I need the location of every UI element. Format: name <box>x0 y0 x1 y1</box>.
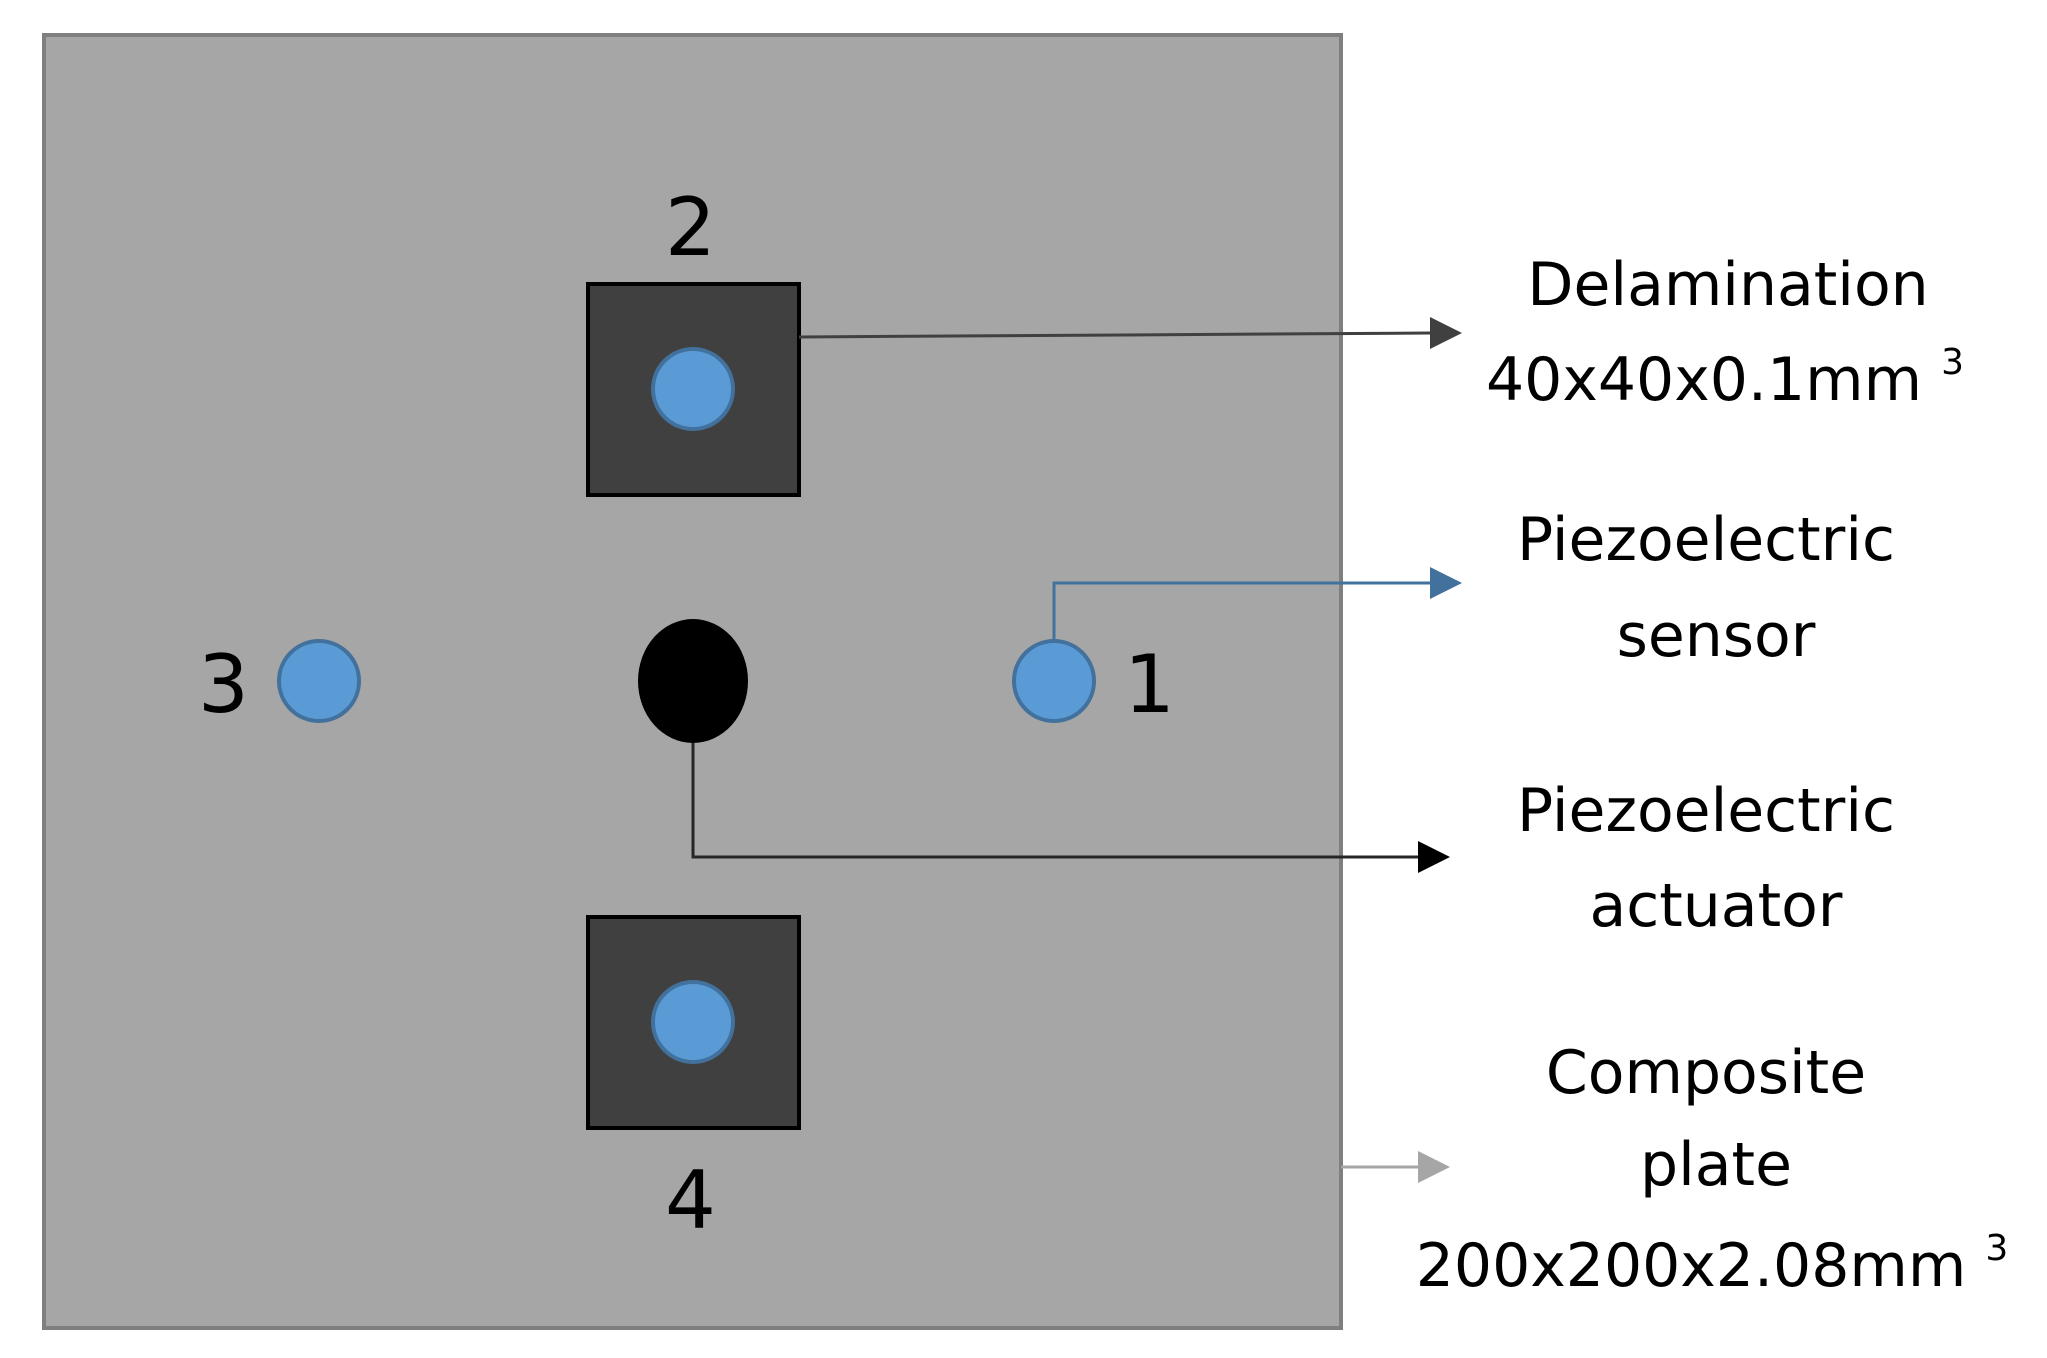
delamination-label-line1: Delamination <box>1527 250 1928 320</box>
delamination-label-line2: 40x40x0.1mm 3 <box>1486 342 1964 415</box>
plate-label-line3: 200x200x2.08mm 3 <box>1416 1228 2009 1301</box>
sensor-arrow <box>1052 567 1462 641</box>
plate-size: 200x200x2.08mm <box>1416 1231 1967 1301</box>
actuator-label-line2: actuator <box>1590 871 1843 941</box>
actuator-arrow <box>691 743 1450 873</box>
sensor-number-3: 3 <box>198 638 249 731</box>
delamination-size: 40x40x0.1mm <box>1486 345 1922 415</box>
sensor-label-line1: Piezoelectric <box>1517 505 1895 575</box>
actuator-label-line1: Piezoelectric <box>1517 776 1895 846</box>
sensor-4 <box>651 980 735 1064</box>
delamination-arrow <box>798 317 1462 349</box>
sensor-3 <box>277 639 361 723</box>
sensor-number-2: 2 <box>665 181 716 274</box>
plate-size-exponent: 3 <box>1985 1228 2008 1269</box>
delamination-size-exponent: 3 <box>1941 342 1964 383</box>
piezoelectric-actuator <box>638 619 748 743</box>
plate-label-line1: Composite <box>1546 1038 1866 1108</box>
sensor-2 <box>651 347 735 431</box>
plate-arrow <box>1341 1151 1450 1183</box>
sensor-number-4: 4 <box>665 1154 716 1247</box>
plate-label-line2: plate <box>1640 1130 1792 1200</box>
sensor-label-line2: sensor <box>1617 601 1816 671</box>
sensor-1 <box>1012 639 1096 723</box>
sensor-number-1: 1 <box>1124 638 1175 731</box>
